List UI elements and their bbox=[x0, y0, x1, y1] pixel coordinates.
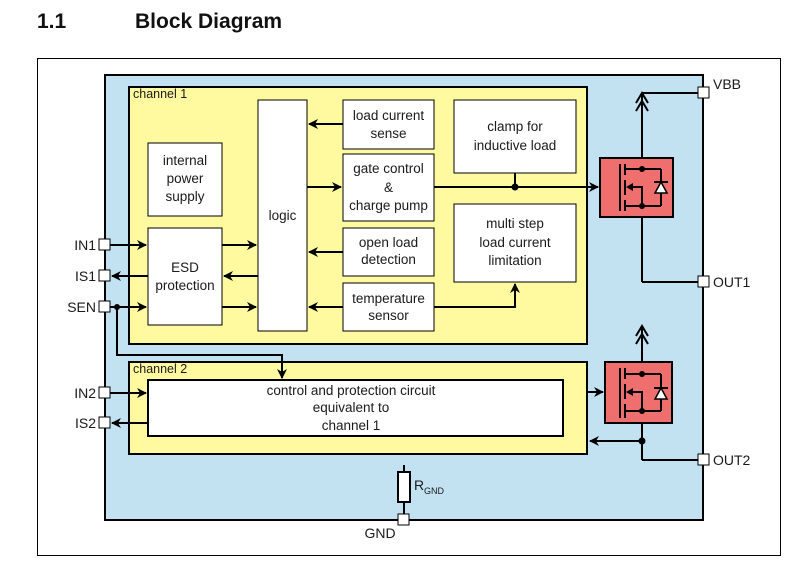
svg-text:load current: load current bbox=[479, 235, 551, 250]
svg-text:clamp for: clamp for bbox=[487, 119, 543, 134]
channel1-label: channel 1 bbox=[133, 87, 187, 101]
svg-text:load current: load current bbox=[353, 108, 425, 123]
pin-label-is1: IS1 bbox=[75, 268, 96, 284]
svg-text:sensor: sensor bbox=[368, 308, 409, 323]
svg-text:detection: detection bbox=[361, 252, 416, 267]
gate-control-charge-pump-block: gate control & charge pump bbox=[342, 153, 435, 222]
pin-label-out1: OUT1 bbox=[713, 274, 751, 290]
pin-in1 bbox=[98, 238, 111, 251]
svg-text:control and protection circuit: control and protection circuit bbox=[267, 383, 436, 398]
channel2-label: channel 2 bbox=[133, 362, 187, 376]
svg-text:internal: internal bbox=[163, 153, 207, 168]
pin-wires bbox=[110, 240, 287, 428]
svg-text:charge pump: charge pump bbox=[349, 198, 428, 213]
figure-frame bbox=[37, 58, 781, 556]
svg-text:equivalent to: equivalent to bbox=[313, 400, 390, 415]
svg-text:gate control: gate control bbox=[353, 161, 424, 176]
pin-label-in2: IN2 bbox=[74, 385, 96, 401]
pin-label-in1: IN1 bbox=[74, 237, 96, 253]
svg-text:limitation: limitation bbox=[488, 253, 541, 268]
pin-is1 bbox=[98, 269, 111, 282]
junction-dot bbox=[511, 183, 519, 191]
svg-text:sense: sense bbox=[370, 126, 406, 141]
section-title: Block Diagram bbox=[135, 10, 283, 33]
svg-text:&: & bbox=[384, 180, 393, 195]
svg-text:GND: GND bbox=[424, 486, 445, 496]
svg-text:open load: open load bbox=[359, 235, 418, 250]
esd-protection-block: ESD protection bbox=[147, 227, 223, 326]
load-current-sense-block: load current sense bbox=[342, 99, 435, 150]
channel2-control-protection-block: control and protection circuit equivalen… bbox=[147, 379, 564, 437]
pin-in2 bbox=[98, 386, 111, 399]
svg-text:power: power bbox=[167, 171, 204, 186]
pin-vbb bbox=[697, 86, 710, 99]
power-mosfet-channel1 bbox=[599, 95, 674, 282]
svg-text:supply: supply bbox=[165, 189, 204, 204]
svg-text:protection: protection bbox=[155, 278, 214, 293]
svg-text:logic: logic bbox=[269, 208, 297, 223]
svg-text:R: R bbox=[414, 477, 424, 493]
open-load-detection-block: open load detection bbox=[342, 227, 435, 277]
pin-label-sen: SEN bbox=[67, 299, 96, 315]
pin-label-out2: OUT2 bbox=[713, 452, 751, 468]
pin-out2 bbox=[697, 453, 710, 466]
logic-block: logic bbox=[257, 99, 308, 332]
pin-label-vbb: VBB bbox=[713, 76, 741, 92]
vbb-arrow-icon bbox=[635, 91, 703, 283]
gnd-resistor: R GND bbox=[397, 465, 445, 515]
temperature-sensor-block: temperature sensor bbox=[342, 282, 435, 332]
pin-label-gnd: GND bbox=[364, 525, 395, 541]
svg-text:temperature: temperature bbox=[352, 291, 425, 306]
pin-out1 bbox=[697, 275, 710, 288]
internal-power-supply-block: internal power supply bbox=[147, 142, 223, 217]
svg-text:channel 1: channel 1 bbox=[322, 418, 381, 433]
pin-is2 bbox=[98, 416, 111, 429]
pin-sen bbox=[98, 300, 111, 313]
section-number: 1.1 bbox=[37, 10, 67, 33]
clamp-inductive-load-block: clamp for inductive load bbox=[453, 99, 577, 174]
load-current-limitation-block: multi step load current limitation bbox=[453, 203, 577, 283]
svg-text:multi step: multi step bbox=[486, 216, 544, 231]
svg-text:inductive load: inductive load bbox=[474, 138, 557, 153]
power-mosfet-channel2 bbox=[587, 324, 703, 461]
sen-junction-dot bbox=[114, 304, 120, 310]
pin-pads bbox=[98, 86, 710, 526]
pin-label-is2: IS2 bbox=[75, 415, 96, 431]
pin-gnd bbox=[397, 513, 410, 526]
svg-text:ESD: ESD bbox=[171, 260, 199, 275]
